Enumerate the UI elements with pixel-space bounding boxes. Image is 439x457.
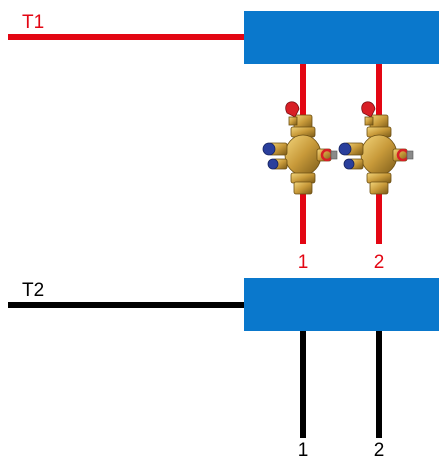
supply-manifold (244, 11, 439, 64)
supply-circuit: T1 1 2 (8, 11, 439, 273)
return-circuit: T2 1 2 (8, 278, 439, 457)
balancing-valve-icon (261, 100, 339, 196)
supply-label: T1 (22, 12, 44, 33)
return-manifold (244, 278, 439, 331)
return-outlet-2-label: 2 (374, 440, 385, 457)
supply-outlet-1-label: 1 (298, 252, 309, 273)
supply-outlet-2-label: 2 (374, 252, 385, 273)
balancing-valve-icon (337, 100, 415, 196)
return-label: T2 (22, 280, 44, 301)
return-outlet-1-label: 1 (298, 440, 309, 457)
